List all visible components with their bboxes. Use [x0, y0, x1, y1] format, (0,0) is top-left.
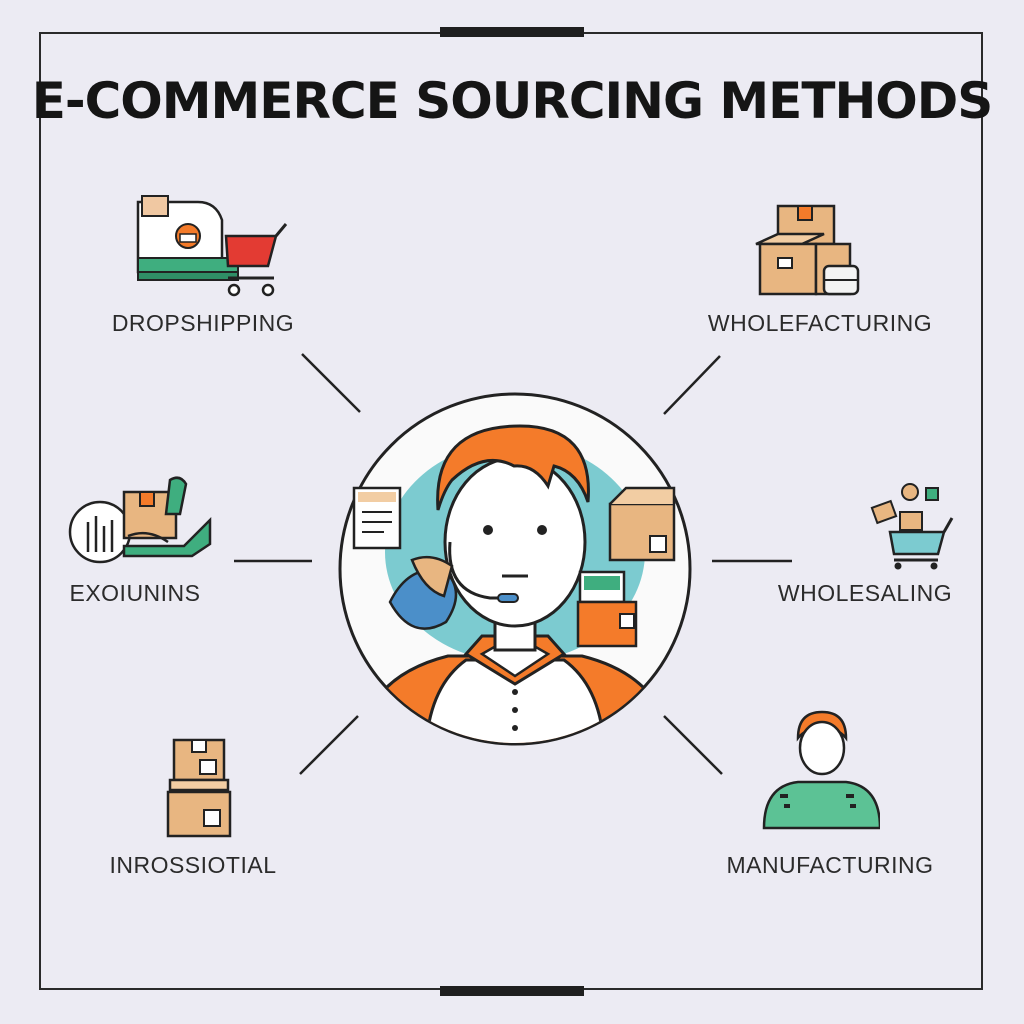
- method-label-inrossiotial: INROSSIOTIAL: [109, 852, 277, 878]
- cart-with-goods-icon: [870, 483, 954, 570]
- connector-bottom-right: [663, 715, 723, 775]
- connector-top-left: [301, 353, 361, 413]
- method-label-manufacturing: MANUFACTURING: [726, 852, 934, 878]
- boxes-icon: [755, 204, 860, 296]
- frame-bottom-tab: [440, 986, 584, 996]
- connector-bottom-left: [299, 715, 359, 775]
- method-label-dropshipping: DROPSHIPPING: [111, 310, 295, 336]
- customer-support-agent-icon: [338, 392, 692, 746]
- connector-top-right: [663, 355, 721, 415]
- method-label-wholefacturing: WHOLEFACTURING: [707, 310, 933, 336]
- worker-icon: [762, 710, 880, 830]
- page-title: E-COMMERCE SOURCING METHODS: [31, 72, 994, 130]
- method-label-exoiunins: EXOIUNINS: [69, 580, 201, 606]
- handshake-icon: [68, 476, 212, 564]
- shopping-cart-icon: [136, 195, 288, 297]
- connector-right: [712, 559, 792, 563]
- method-label-wholesaling: WHOLESALING: [777, 580, 953, 606]
- connector-left: [234, 559, 312, 563]
- stacked-boxes-icon: [166, 738, 232, 838]
- frame-top-tab: [440, 27, 584, 37]
